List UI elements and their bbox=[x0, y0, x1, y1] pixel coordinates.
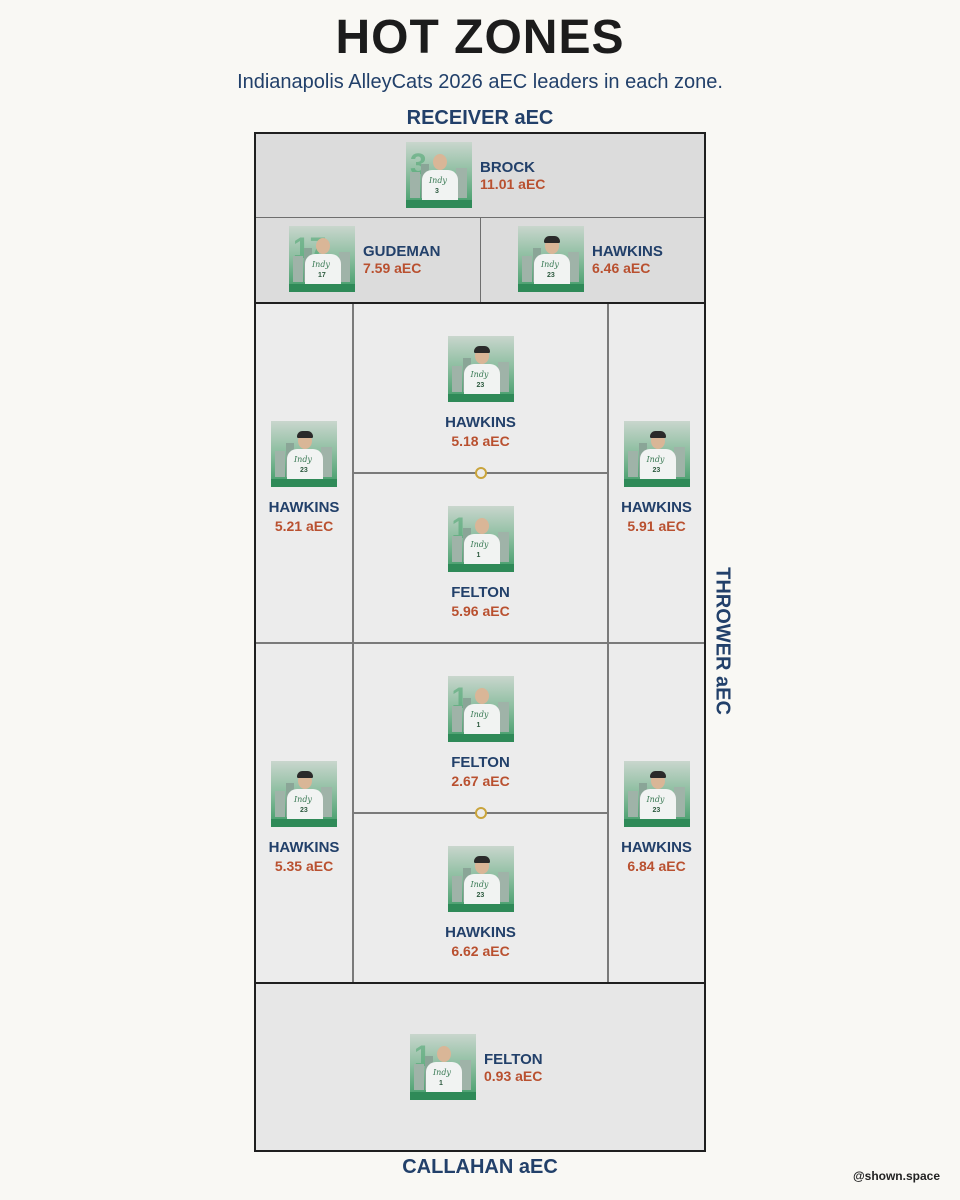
page-subtitle: Indianapolis AlleyCats 2026 aEC leaders … bbox=[237, 71, 723, 93]
player-value: 6.62 aEC bbox=[451, 943, 510, 959]
player-name: HAWKINS bbox=[268, 839, 340, 856]
receiver-axis-label: RECEIVER aEC bbox=[406, 107, 554, 129]
player-name: FELTON bbox=[451, 584, 510, 601]
player-name: GUDEMAN bbox=[363, 242, 441, 260]
player-name: HAWKINS bbox=[592, 242, 663, 260]
player-value: 6.84 aEC bbox=[627, 858, 686, 874]
player-name: FELTON bbox=[451, 754, 510, 771]
player-value: 7.59 aEC bbox=[363, 259, 422, 276]
player-value: 5.91 aEC bbox=[627, 518, 686, 534]
brick-mark-upper bbox=[475, 467, 487, 479]
page-title: HOT ZONES bbox=[335, 11, 625, 64]
field-divider-top bbox=[256, 302, 704, 304]
player-name: HAWKINS bbox=[445, 924, 516, 941]
zone-callahan bbox=[256, 982, 704, 1150]
player-name: HAWKINS bbox=[445, 414, 516, 431]
player-name: HAWKINS bbox=[621, 499, 692, 516]
player-name: HAWKINS bbox=[621, 839, 692, 856]
player-value: 0.93 aEC bbox=[484, 1067, 543, 1084]
credit-handle: @shown.space bbox=[852, 1169, 940, 1183]
player-value: 5.35 aEC bbox=[274, 858, 334, 874]
zone-receiver-top bbox=[256, 134, 704, 218]
player-value: 2.67 aEC bbox=[451, 773, 510, 789]
player-value: 11.01 aEC bbox=[480, 175, 546, 192]
player-name: BROCK bbox=[480, 158, 535, 176]
player-value: 6.46 aEC bbox=[592, 259, 651, 276]
grid-line-mid bbox=[256, 642, 704, 644]
thrower-axis-label: THROWER aEC bbox=[711, 567, 734, 715]
player-value: 5.18 aEC bbox=[451, 433, 510, 449]
callahan-axis-label: CALLAHAN aEC bbox=[402, 1156, 558, 1178]
player-value: 5.96 aEC bbox=[451, 603, 510, 619]
brick-mark-lower bbox=[475, 807, 487, 819]
player-name: FELTON bbox=[484, 1050, 543, 1068]
player-name: HAWKINS bbox=[268, 499, 340, 516]
player-value: 5.21 aEC bbox=[274, 518, 334, 534]
